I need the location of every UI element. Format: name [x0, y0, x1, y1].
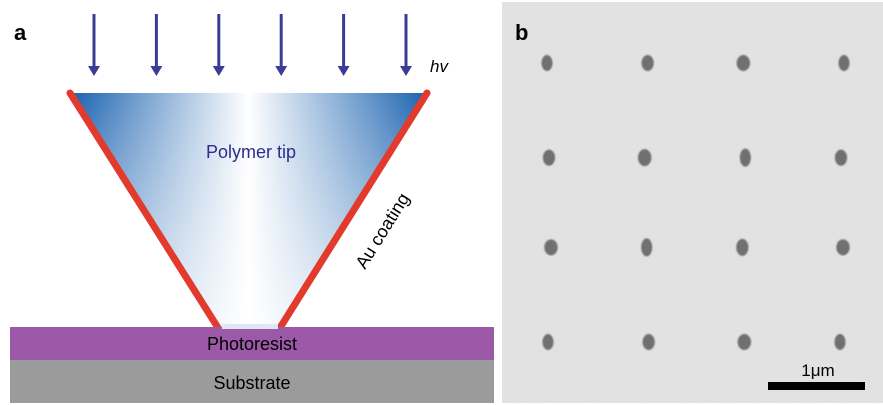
au-coating-right [274, 89, 431, 335]
sem-dot [641, 238, 653, 257]
sem-dot [637, 149, 652, 167]
sem-dot [544, 239, 558, 256]
light-arrows [88, 14, 412, 76]
sem-dot [736, 238, 749, 256]
hv-label: hv [430, 57, 449, 76]
polymer-tip-label: Polymer tip [206, 142, 296, 162]
substrate-label: Substrate [213, 373, 290, 393]
light-arrow [88, 14, 100, 76]
light-arrow [275, 14, 288, 76]
sem-dot [541, 55, 553, 71]
panel-b: b 1μm [500, 0, 883, 405]
scale-bar-label: 1μm [801, 361, 834, 380]
panel-a: a hv Polymer tip Au coating Photoresist … [10, 14, 494, 403]
beam-pen-diagram: a hv Polymer tip Au coating Photoresist … [10, 14, 494, 403]
light-arrow [337, 14, 350, 76]
sem-dot [737, 334, 752, 350]
sem-dot [838, 55, 850, 71]
light-arrow [400, 14, 412, 76]
scale-bar [768, 382, 865, 390]
dot-array [541, 55, 850, 350]
sem-dot [739, 148, 751, 167]
au-coating-left [66, 89, 224, 335]
light-arrow [212, 14, 225, 76]
panel-b-label: b [515, 20, 528, 45]
photoresist-label: Photoresist [207, 334, 297, 354]
sem-noise [502, 2, 883, 403]
light-arrow [150, 14, 163, 76]
substrate-layer [10, 360, 494, 403]
photoresist-layer [10, 327, 494, 360]
sem-dot [641, 55, 654, 71]
sem-dot [834, 149, 848, 166]
sem-dot [834, 334, 846, 350]
polymer-tip-highlight [72, 93, 425, 330]
panel-a-label: a [14, 20, 27, 45]
exposed-spot [222, 324, 278, 329]
sem-dot [836, 239, 850, 256]
sem-dot [542, 149, 556, 166]
sem-dot [736, 55, 751, 71]
sem-image: b 1μm [502, 2, 883, 403]
sem-dot [642, 334, 655, 350]
sem-dot [542, 334, 554, 350]
